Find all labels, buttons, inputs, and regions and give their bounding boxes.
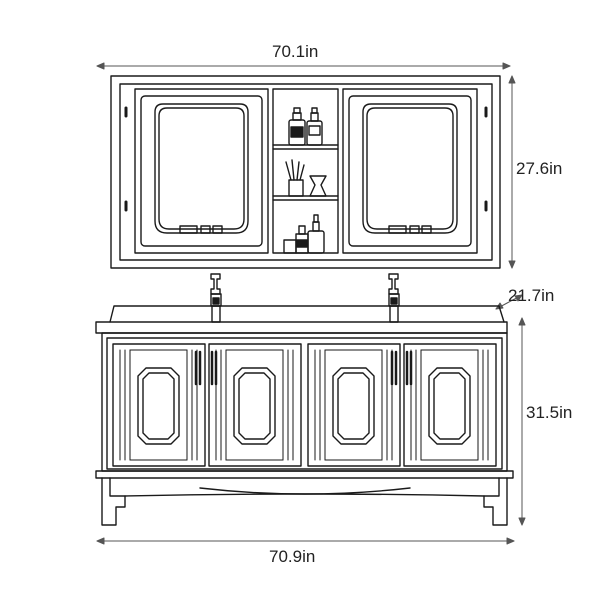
dimension-lines — [96, 62, 526, 545]
diffuser-middle-shelf — [285, 159, 327, 197]
vanity-door-3 — [307, 343, 401, 467]
mirror-cabinet-inner-frame — [119, 83, 493, 261]
dimension-label-top-width: 70.1in — [272, 42, 319, 61]
dimension-label-vanity-height: 31.5in — [526, 403, 573, 422]
faucet-left — [210, 273, 222, 323]
faucet-right — [388, 273, 400, 323]
leg-right — [483, 477, 508, 526]
vanity-door-2 — [208, 343, 302, 467]
vanity-door-4 — [403, 343, 497, 467]
countertop — [95, 305, 508, 334]
door-handles — [194, 350, 413, 386]
vanity — [95, 305, 514, 526]
bottles-top-shelf — [288, 107, 323, 146]
leg-left — [101, 477, 126, 526]
right-mirror-door — [342, 88, 488, 254]
mirror-cabinet — [110, 75, 501, 269]
dimension-label-mirror-height: 27.6in — [516, 159, 563, 178]
open-shelves — [272, 88, 339, 254]
dimension-label-depth: 21.7in — [508, 286, 555, 305]
dimension-label-bottom-width: 70.9in — [269, 547, 316, 566]
bottles-bottom-shelf — [283, 214, 325, 254]
vanity-door-1 — [112, 343, 206, 467]
left-mirror-door — [124, 88, 269, 254]
mirror-cabinet-outer-frame — [110, 75, 501, 269]
